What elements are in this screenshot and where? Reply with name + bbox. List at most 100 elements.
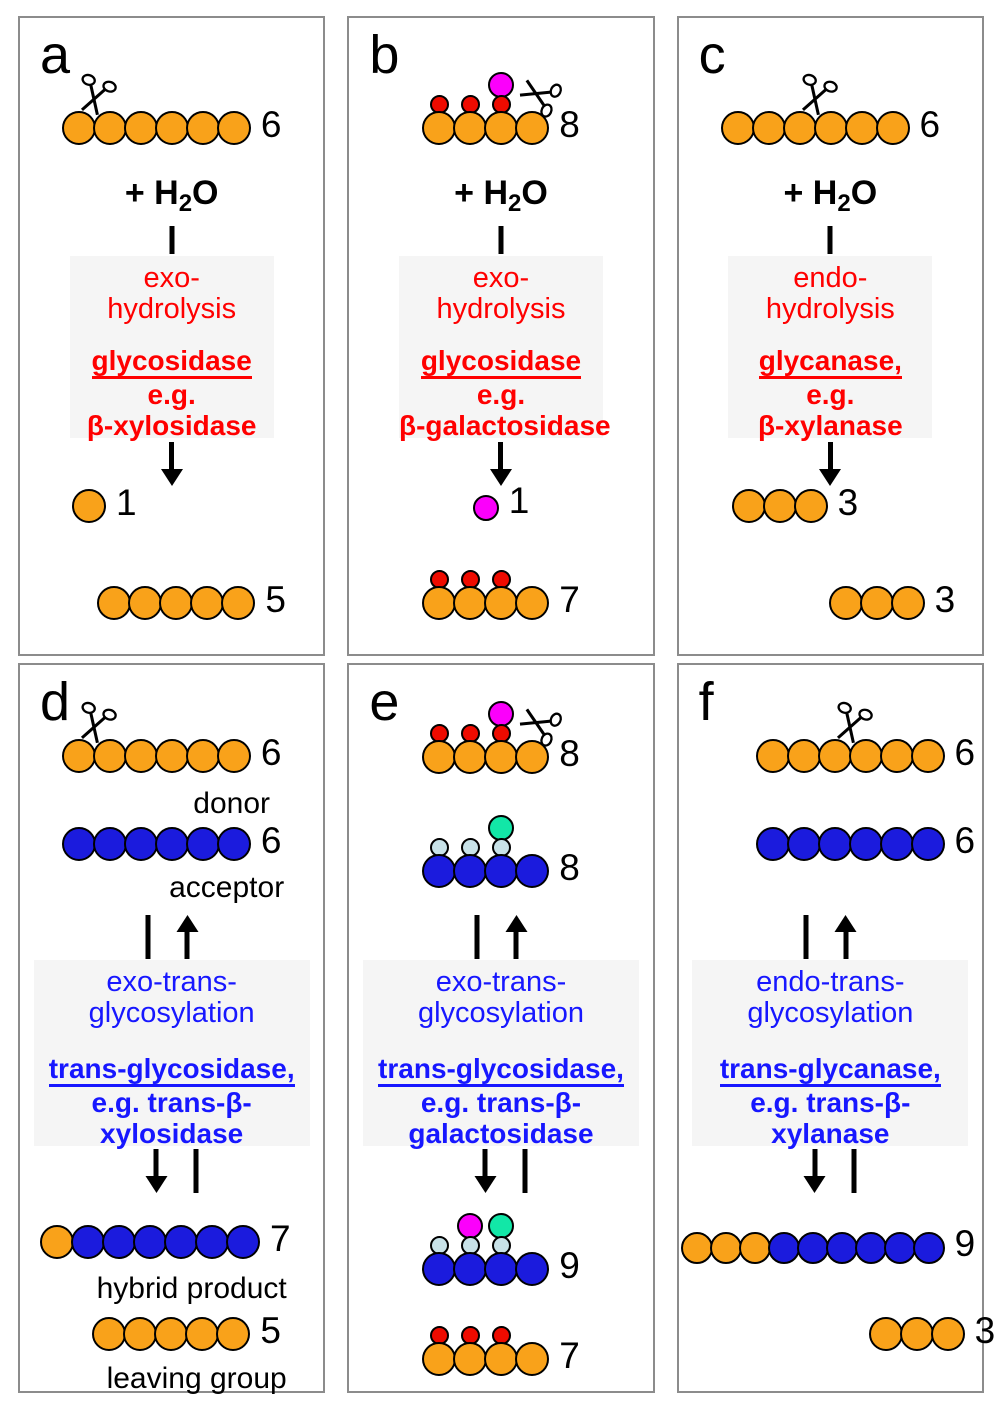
unit-count: 3: [837, 482, 859, 523]
unit-count: 8: [559, 104, 580, 145]
orange-sugar-circle: [422, 586, 457, 620]
sugar-unit: [190, 586, 225, 620]
sugar-unit: [515, 854, 550, 888]
unit-count: 7: [270, 1218, 291, 1259]
sugar-unit: [92, 111, 127, 145]
panel-f: f 6 6 endo-trans- glycosylation trans-gl…: [676, 663, 995, 1393]
sugar-unit: [848, 827, 883, 861]
sugar-unit: [484, 701, 519, 774]
orange-sugar-circle: [844, 111, 879, 145]
product-chain: 5: [40, 581, 343, 620]
panel-e-letter: e: [369, 672, 400, 732]
orange-sugar-circle: [221, 586, 256, 620]
sugar-unit: [930, 1317, 965, 1351]
enzyme-line: trans-glycosidase,: [34, 1053, 310, 1088]
orange-sugar-circle: [484, 1342, 519, 1376]
sugar-unit: [128, 586, 163, 620]
blue-sugar-circle: [123, 827, 158, 861]
sugar-unit: [828, 586, 863, 620]
unit-count: 6: [954, 820, 976, 861]
blue-sugar-circle: [422, 1252, 457, 1286]
water-sub: 2: [508, 190, 522, 217]
sugar-unit: [709, 1232, 742, 1264]
orange-sugar-circle: [484, 740, 519, 774]
sugar-molecule: [422, 72, 563, 145]
magenta-sugar-circle: [488, 701, 515, 727]
up-arrow: [176, 915, 199, 959]
reaction-arrow-down: [160, 442, 183, 486]
product-chain: 3: [731, 482, 859, 523]
substrate-chain: 6: [679, 73, 982, 145]
acceptor-chain: 6: [20, 822, 323, 861]
enzyme-line: glycanase,: [728, 345, 932, 380]
blue-sugar-circle: [910, 827, 945, 861]
unit-count: 9: [559, 1245, 580, 1286]
sugar-unit: [61, 827, 96, 861]
blue-sugar-circle: [226, 1225, 260, 1259]
donor-chain: 8: [349, 701, 652, 774]
acceptor-label: acceptor: [169, 871, 285, 904]
enzyme-line: e.g. trans-β-: [420, 1087, 582, 1119]
acceptor-chain: 8: [349, 815, 652, 888]
blue-sugar-circle: [195, 1225, 229, 1259]
reversible-arrows-top: [474, 915, 528, 959]
leaving-group-chain: 3: [868, 1310, 996, 1351]
orange-sugar-circle: [185, 111, 220, 145]
sugar-molecule: [755, 827, 945, 861]
orange-sugar-circle: [422, 1342, 457, 1376]
down-arrow: [145, 1149, 168, 1193]
water-label: + H2O: [349, 174, 652, 218]
reaction-box: exo-trans- glycosylation trans-glycosida…: [33, 960, 310, 1149]
hybrid-product-label: hybrid product: [96, 1272, 287, 1305]
enzyme-line: e.g. trans-β-: [91, 1087, 252, 1119]
sugar-unit: [910, 739, 945, 773]
sugar-molecule: [72, 489, 106, 523]
enzyme-line: galactosidase: [408, 1118, 594, 1150]
sugar-molecule: [97, 586, 256, 620]
unit-count: 3: [974, 1310, 996, 1351]
up-arrow-stem: [851, 1149, 857, 1193]
orange-sugar-circle: [422, 740, 457, 774]
sugar-unit: [422, 1236, 457, 1286]
sugar-unit: [859, 586, 894, 620]
orange-sugar-circle: [786, 739, 821, 773]
sugar-unit: [195, 1225, 229, 1259]
sugar-molecule: [422, 1213, 550, 1286]
orange-sugar-circle: [453, 1342, 488, 1376]
sugar-unit: [185, 111, 220, 145]
mechanism-line: exo-trans-: [106, 966, 237, 998]
orange-sugar-circle: [123, 111, 158, 145]
blue-sugar-circle: [767, 1232, 800, 1264]
unit-count: 5: [260, 1310, 281, 1351]
orange-sugar-circle: [890, 586, 925, 620]
sugar-unit: [731, 489, 766, 523]
sugar-unit: [515, 586, 550, 620]
sugar-molecule: [472, 495, 499, 521]
orange-sugar-circle: [422, 111, 457, 145]
magenta-sugar-circle: [472, 495, 499, 521]
sugar-unit: [899, 1317, 934, 1351]
blue-sugar-circle: [883, 1232, 916, 1264]
sugar-unit: [185, 1317, 220, 1351]
mechanism-line: exo-trans-: [435, 966, 567, 998]
orange-sugar-circle: [848, 739, 883, 773]
sugar-molecule: [422, 570, 550, 620]
substrate-chain: 6: [20, 73, 323, 145]
orange-sugar-circle: [453, 586, 488, 620]
scissors-glyph: [836, 701, 873, 744]
orange-sugar-circle: [92, 111, 127, 145]
sugar-molecule: [422, 701, 563, 774]
blue-sugar-circle: [453, 854, 488, 888]
enzyme-line: glycosidase: [70, 345, 274, 380]
sugar-unit: [453, 95, 488, 145]
scissors-icon: [789, 70, 842, 123]
sugar-unit: [680, 1232, 713, 1264]
down-arrow: [474, 1149, 497, 1193]
reaction-box: exo-trans- glycosylation trans-glycosida…: [362, 960, 639, 1150]
up-arrow: [505, 915, 528, 959]
orange-sugar-circle: [731, 489, 766, 523]
orange-sugar-circle: [97, 586, 132, 620]
sugar-molecule: [40, 1225, 260, 1259]
leaving-group-chain: 5: [35, 1312, 338, 1351]
sugar-molecule: [61, 827, 251, 861]
